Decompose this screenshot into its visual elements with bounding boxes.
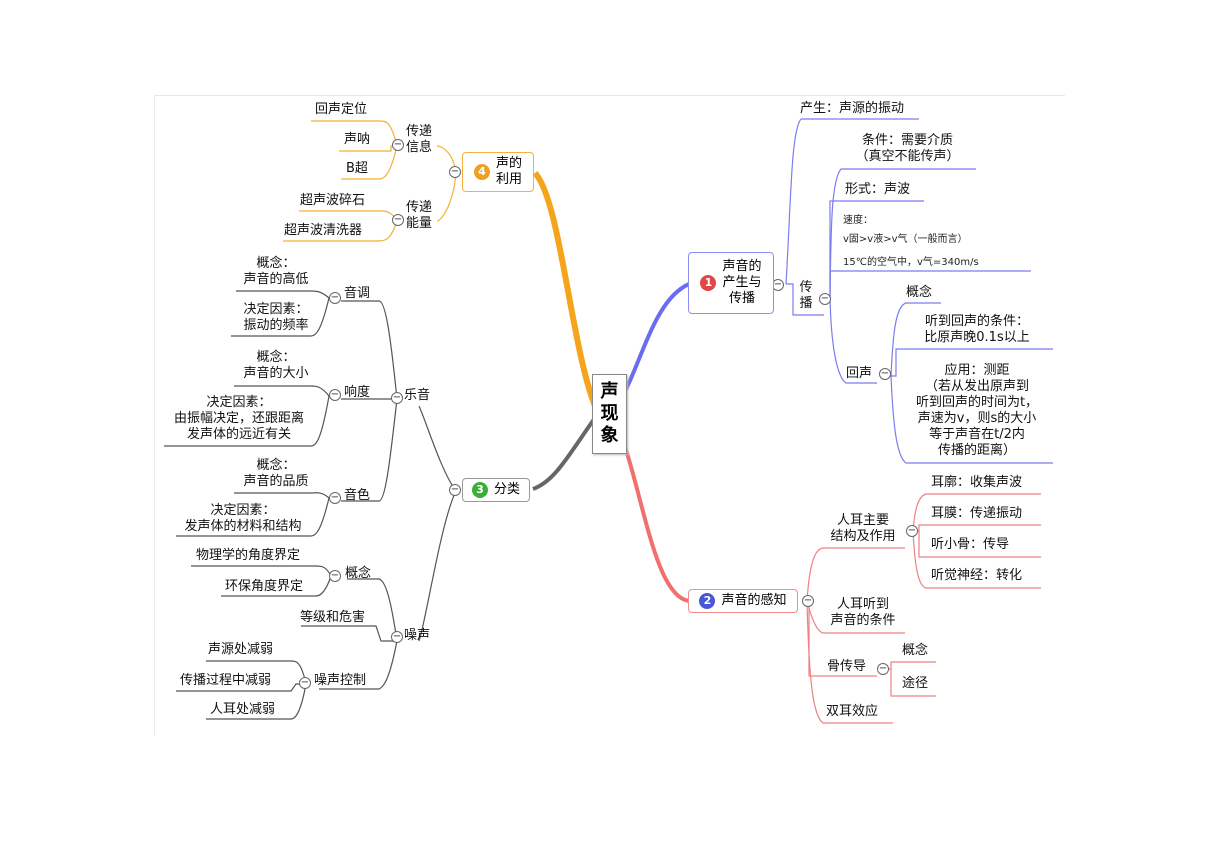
- node-timbre-factor[interactable]: 决定因素： 发声体的材料和结构: [184, 503, 302, 534]
- collapse-toggle-transmit-energy[interactable]: −: [392, 214, 404, 226]
- node-loudness-factor[interactable]: 决定因素： 由振幅决定，还跟距离 发声体的远近有关: [173, 395, 304, 442]
- collapse-toggle-branch4[interactable]: −: [449, 166, 461, 178]
- node-speed-title[interactable]: 速度：: [843, 215, 873, 226]
- collapse-toggle-noise[interactable]: −: [391, 631, 403, 643]
- node-bone-conduction[interactable]: 骨传导: [827, 659, 867, 674]
- node-transmit-energy[interactable]: 传递 能量: [405, 200, 432, 231]
- number-badge-3: 3: [471, 482, 488, 498]
- number-badge-2: 2: [699, 593, 716, 609]
- node-noise-concept[interactable]: 概念: [345, 566, 372, 581]
- node-b-ultrasound[interactable]: B超: [346, 161, 368, 176]
- collapse-toggle-branch2[interactable]: −: [802, 595, 814, 607]
- node-loudness-concept[interactable]: 概念： 声音的大小: [243, 350, 309, 381]
- node-echo-concept[interactable]: 概念: [906, 285, 933, 300]
- node-form[interactable]: 形式：声波: [845, 182, 911, 197]
- node-physics-def[interactable]: 物理学的角度界定: [196, 548, 301, 563]
- node-timbre[interactable]: 音色: [344, 488, 371, 503]
- node-bone-path[interactable]: 途径: [902, 676, 929, 691]
- collapse-toggle-propagation[interactable]: −: [819, 293, 831, 305]
- topic-branch3[interactable]: 3 分类: [462, 478, 530, 502]
- node-origin[interactable]: 产生：声源的振动: [800, 101, 905, 116]
- node-at-ear[interactable]: 人耳处减弱: [210, 702, 276, 717]
- collapse-toggle-ear-structure[interactable]: −: [906, 525, 918, 537]
- node-speed-value: 15℃的空气中，v气=340m/s: [843, 257, 979, 268]
- node-noise-control[interactable]: 噪声控制: [314, 673, 367, 688]
- collapse-toggle-noise-control[interactable]: −: [299, 677, 311, 689]
- node-ear-structure[interactable]: 人耳主要 结构及作用: [830, 513, 896, 544]
- node-in-path[interactable]: 传播过程中减弱: [180, 673, 272, 688]
- collapse-toggle-branch3[interactable]: −: [449, 484, 461, 496]
- node-echo-condition[interactable]: 听到回声的条件： 比原声晚0.1s以上: [924, 314, 1030, 345]
- number-badge-1: 1: [700, 275, 717, 291]
- node-eardrum[interactable]: 耳膜：传递振动: [931, 506, 1023, 521]
- node-sonar[interactable]: 声呐: [344, 132, 371, 147]
- node-condition[interactable]: 条件：需要介质 （真空不能传声）: [855, 133, 960, 164]
- node-transmit-info[interactable]: 传递 信息: [405, 124, 432, 155]
- node-at-source[interactable]: 声源处减弱: [208, 642, 274, 657]
- node-noise[interactable]: 噪声: [404, 628, 431, 643]
- node-pinna[interactable]: 耳廓：收集声波: [931, 475, 1023, 490]
- collapse-toggle-bone-conduction[interactable]: −: [877, 663, 889, 675]
- node-propagation[interactable]: 传 播: [799, 280, 813, 311]
- node-pitch-factor[interactable]: 决定因素： 振动的频率: [243, 302, 309, 333]
- collapse-toggle-transmit-info[interactable]: −: [392, 139, 404, 151]
- main-branch-gray: [532, 413, 599, 491]
- node-timbre-concept[interactable]: 概念： 声音的品质: [243, 458, 309, 489]
- center-topic[interactable]: 声 现 象: [592, 374, 627, 454]
- node-echolocation[interactable]: 回声定位: [315, 102, 368, 117]
- collapse-toggle-echo[interactable]: −: [879, 368, 891, 380]
- node-grade-harm[interactable]: 等级和危害: [300, 610, 366, 625]
- node-ossicles[interactable]: 听小骨：传导: [931, 537, 1010, 552]
- node-pitch[interactable]: 音调: [344, 286, 371, 301]
- node-speed-rule: v固>v液>v气（一般而言）: [843, 234, 968, 245]
- node-cleaning[interactable]: 超声波清洗器: [284, 223, 363, 238]
- collapse-toggle-timbre[interactable]: −: [329, 492, 341, 504]
- collapse-toggle-noise-concept[interactable]: −: [329, 570, 341, 582]
- collapse-toggle-loudness[interactable]: −: [329, 389, 341, 401]
- node-music[interactable]: 乐音: [404, 388, 431, 403]
- topic-branch1[interactable]: 1 声音的 产生与 传播: [688, 252, 774, 314]
- node-loudness[interactable]: 响度: [344, 385, 371, 400]
- node-binaural[interactable]: 双耳效应: [826, 704, 879, 719]
- node-hearing-condition[interactable]: 人耳听到 声音的条件: [830, 597, 896, 628]
- collapse-toggle-music[interactable]: −: [391, 392, 403, 404]
- node-echo-application[interactable]: 应用：测距 （若从发出原声到 听到回声的时间为t， 声速为v，则s的大小 等于声…: [915, 363, 1039, 458]
- node-bone-concept[interactable]: 概念: [902, 643, 929, 658]
- main-branch-orange: [532, 170, 600, 413]
- node-pitch-concept[interactable]: 概念： 声音的高低: [243, 256, 309, 287]
- collapse-toggle-pitch[interactable]: −: [329, 292, 341, 304]
- topic-branch4[interactable]: 4 声的 利用: [462, 152, 534, 192]
- topic-branch2[interactable]: 2 声音的感知: [688, 589, 798, 613]
- number-badge-4: 4: [473, 164, 490, 180]
- node-lithotripsy[interactable]: 超声波碎石: [300, 193, 366, 208]
- node-echo[interactable]: 回声: [846, 366, 873, 381]
- node-env-def[interactable]: 环保角度界定: [225, 579, 304, 594]
- node-nerve[interactable]: 听觉神经：转化: [931, 568, 1023, 583]
